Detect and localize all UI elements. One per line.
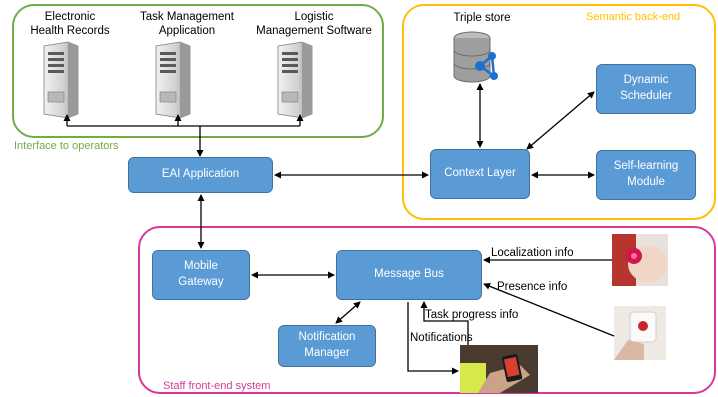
dynamic-scheduler-box[interactable]: Dynamic Scheduler — [596, 64, 696, 114]
self-learning-line2: Module — [627, 176, 665, 188]
notification-manager-line2: Manager — [304, 347, 350, 359]
self-learning-module-box[interactable]: Self-learning Module — [596, 150, 696, 200]
dynamic-scheduler-line1: Dynamic — [623, 74, 669, 87]
task-progress-info-label: Task progress info — [425, 309, 519, 321]
presence-button-photo — [614, 306, 666, 360]
connector-presence — [483, 282, 615, 337]
server-label-ehr: Electronic Health Records — [16, 10, 124, 39]
server-icon — [155, 41, 191, 119]
mobile-gateway-box[interactable]: Mobile Gateway — [152, 250, 250, 300]
self-learning-line1: Self-learning — [613, 160, 679, 173]
server-label-task-line1: Task Management — [140, 11, 234, 23]
staff-group — [138, 226, 716, 394]
operators-group — [12, 4, 384, 138]
message-bus-box[interactable]: Message Bus — [336, 250, 482, 300]
presence-info-label: Presence info — [497, 281, 568, 293]
notifications-label: Notifications — [410, 332, 473, 344]
operators-group-label: Interface to operators — [14, 140, 119, 152]
server-label-logistic-line1: Logistic — [294, 11, 334, 23]
triple-store-label: Triple store — [453, 12, 511, 24]
server-icon — [43, 41, 79, 119]
smartphone-photo — [460, 345, 538, 393]
server-label-logistic: Logistic Management Software — [250, 10, 378, 39]
localization-info-label: Localization info — [491, 247, 574, 259]
semantic-group — [402, 4, 716, 220]
connector-bus-notification — [335, 301, 361, 324]
server-icon — [277, 41, 313, 119]
connector-task-progress — [420, 301, 469, 345]
localization-tag-photo — [612, 234, 668, 286]
server-label-ehr-line2: Health Records — [30, 25, 110, 38]
eai-application-box[interactable]: EAI Application — [128, 157, 273, 193]
notification-manager-box[interactable]: Notification Manager — [278, 325, 376, 367]
context-layer-box[interactable]: Context Layer — [430, 149, 530, 199]
server-label-task-line2: Application — [158, 25, 216, 38]
dynamic-scheduler-line2: Scheduler — [620, 90, 672, 102]
notification-manager-line1: Notification — [298, 331, 356, 344]
server-label-ehr-line1: Electronic — [44, 11, 96, 23]
server-label-task: Task Management Application — [128, 10, 246, 39]
mobile-gateway-line2: Gateway — [178, 276, 224, 288]
mobile-gateway-line1: Mobile — [184, 260, 218, 273]
staff-group-label: Staff front-end system — [163, 380, 271, 392]
connector-context-scheduler — [526, 91, 595, 150]
server-label-logistic-line2: Management Software — [256, 25, 372, 38]
semantic-group-label: Semantic back-end — [586, 11, 681, 23]
connector-notifications — [407, 302, 459, 375]
database-icon — [453, 31, 498, 83]
